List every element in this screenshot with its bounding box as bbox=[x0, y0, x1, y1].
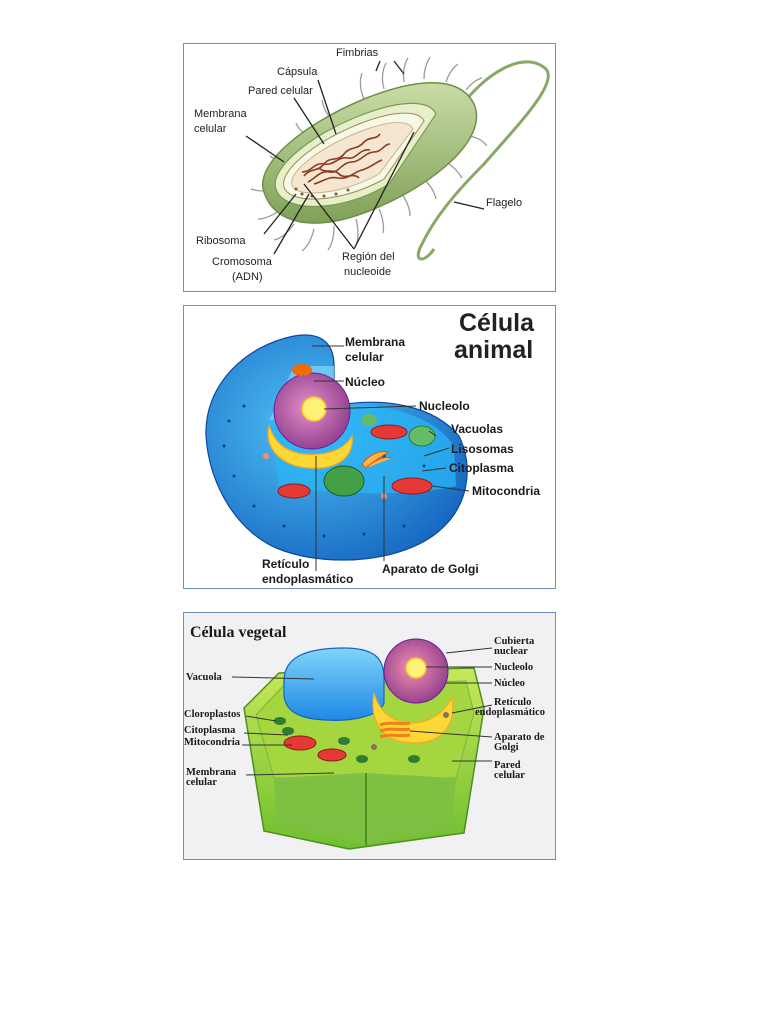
plant-golgi-shape bbox=[379, 721, 411, 739]
lysosome-shape-2 bbox=[263, 453, 269, 459]
label-nucleoide: nucleoide bbox=[344, 266, 391, 278]
plant-label-cloroplastos: Cloroplastos bbox=[184, 709, 240, 720]
animal-title-line2: animal bbox=[454, 336, 533, 364]
er-shape bbox=[267, 423, 353, 469]
chloroplast-shape-2 bbox=[282, 727, 294, 735]
plant-label-nucleolo: Nucleolo bbox=[494, 662, 533, 673]
chloroplast-shape bbox=[274, 717, 286, 725]
plant-label-cubierta: Cubierta bbox=[494, 636, 535, 647]
animal-cell-panel: Célula animal Membrana celular Núcleo Nu… bbox=[183, 305, 556, 589]
label-flagelo: Flagelo bbox=[486, 197, 522, 209]
flagellum-shape bbox=[416, 60, 550, 261]
plant-label-pared-celular: celular bbox=[494, 770, 525, 781]
animal-label-vacuolas: Vacuolas bbox=[451, 422, 503, 436]
plant-label-endoplasmatico: endoplasmático bbox=[475, 707, 545, 718]
animal-label-reticulo: Retículo bbox=[262, 557, 309, 571]
plant-cell-panel: Célula vegetal Vacuola Cloroplastos Cito… bbox=[183, 612, 556, 860]
golgi-shape bbox=[361, 451, 393, 469]
animal-label-membrana: Membrana bbox=[345, 335, 405, 349]
mitochondria-shape-3 bbox=[277, 483, 311, 499]
plant-label-pared: Pared bbox=[494, 760, 521, 771]
animal-label-mitocondria: Mitocondria bbox=[472, 484, 540, 498]
plant-label-cubierta-nuclear: nuclear bbox=[494, 646, 528, 657]
animal-label-lisosomas: Lisosomas bbox=[451, 442, 514, 456]
plant-label-citoplasma: Citoplasma bbox=[184, 725, 236, 736]
label-fimbrias: Fimbrias bbox=[336, 47, 379, 59]
animal-label-nucleolo: Nucleolo bbox=[419, 399, 470, 413]
animal-label-citoplasma: Citoplasma bbox=[449, 461, 514, 475]
animal-label-golgi: Aparato de Golgi bbox=[382, 562, 479, 576]
chromosome-dna-shape bbox=[301, 133, 391, 185]
label-ribosoma: Ribosoma bbox=[196, 235, 246, 247]
animal-label-nucleo: Núcleo bbox=[345, 375, 385, 389]
plant-label-aparato-de: Aparato de bbox=[494, 732, 545, 743]
plant-nucleolus-shape bbox=[405, 657, 427, 679]
plant-label-golgi: Golgi bbox=[494, 742, 519, 753]
plant-mitochondria-shape-2 bbox=[317, 748, 347, 762]
plant-label-nucleo: Núcleo bbox=[494, 678, 525, 689]
plant-vacuole-shape bbox=[283, 647, 385, 721]
vacuole-shape bbox=[408, 425, 436, 447]
label-region-del: Región del bbox=[342, 251, 395, 263]
vacuole-shape-3 bbox=[323, 465, 365, 497]
chloroplast-shape-3 bbox=[338, 737, 350, 745]
bacteria-diagram: Fimbrias Cápsula Pared celular Membrana … bbox=[194, 47, 550, 283]
label-pared-celular: Pared celular bbox=[248, 85, 313, 97]
plant-vesicle bbox=[443, 712, 449, 718]
label-cromosoma: Cromosoma bbox=[212, 256, 273, 268]
plant-cell-diagram: Célula vegetal Vacuola Cloroplastos Cito… bbox=[184, 624, 545, 850]
plant-title: Célula vegetal bbox=[190, 624, 287, 641]
mitochondria-shape bbox=[370, 424, 408, 440]
plant-label-reticulo: Retículo bbox=[494, 697, 531, 708]
chloroplast-shape-4 bbox=[356, 755, 368, 763]
label-capsula: Cápsula bbox=[277, 66, 318, 78]
plant-label-mitocondria: Mitocondria bbox=[184, 737, 241, 748]
label-adn: (ADN) bbox=[232, 271, 263, 283]
plant-label-membrana-celular: celular bbox=[186, 777, 217, 788]
plant-label-vacuola: Vacuola bbox=[186, 672, 223, 683]
animal-cell-diagram: Célula animal Membrana celular Núcleo Nu… bbox=[205, 309, 540, 586]
plant-label-membrana: Membrana bbox=[186, 767, 237, 778]
mitochondria-shape-4 bbox=[292, 364, 312, 376]
plant-mitochondria-shape bbox=[283, 735, 317, 751]
cytoplasm-dots bbox=[222, 404, 426, 538]
label-membrana: Membrana bbox=[194, 108, 247, 120]
plant-vesicle-2 bbox=[371, 744, 377, 750]
chloroplast-shape-5 bbox=[408, 755, 420, 763]
animal-title-line1: Célula bbox=[459, 309, 535, 337]
animal-label-membrana-celular: celular bbox=[345, 350, 384, 364]
label-membrana-celular: celular bbox=[194, 123, 227, 135]
bacteria-diagram-panel: Fimbrias Cápsula Pared celular Membrana … bbox=[183, 43, 556, 292]
animal-label-endoplasmatico: endoplasmático bbox=[262, 572, 353, 586]
mitochondria-shape-2 bbox=[391, 477, 433, 495]
vacuole-shape-2 bbox=[361, 414, 377, 426]
nucleolus-shape bbox=[301, 396, 327, 422]
